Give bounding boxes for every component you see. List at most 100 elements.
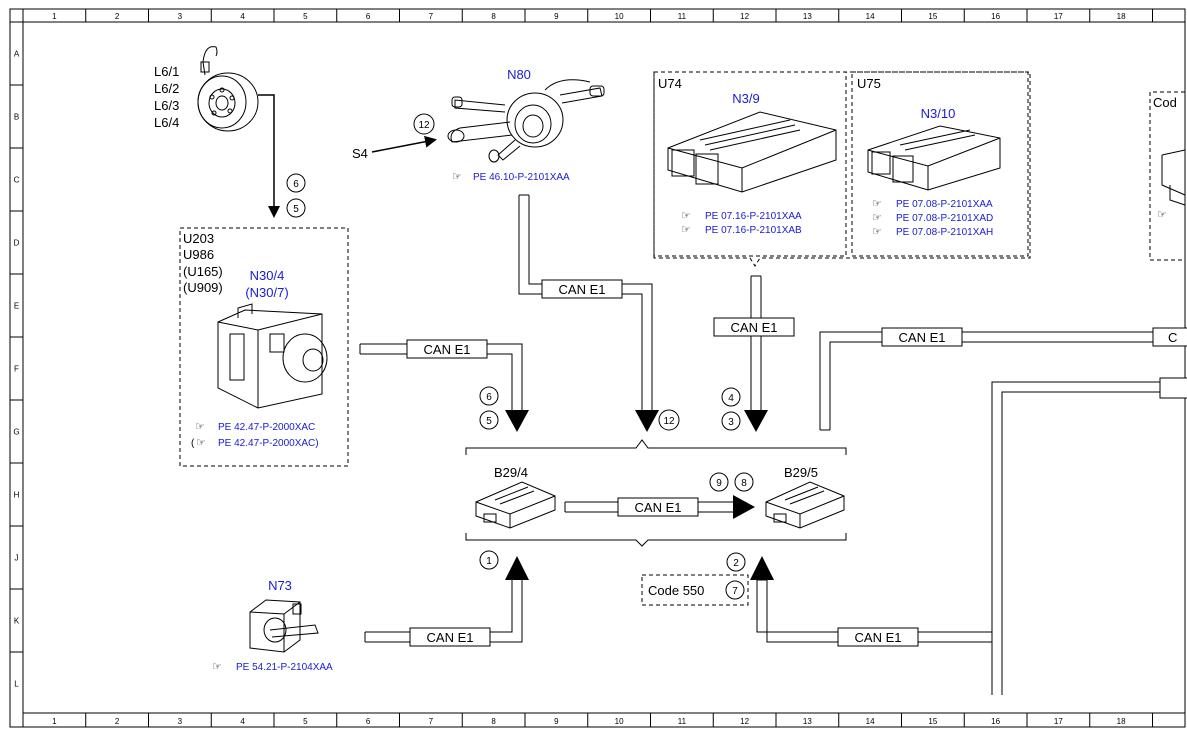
row-label: J <box>15 554 19 563</box>
u75-ref-1: PE 07.08-P-2101XAA <box>896 199 993 210</box>
u203-esp-unit: U203 U986 (U165) (U909) N30/4 (N30/7) ☞ … <box>179 227 349 467</box>
l6-label-4: L6/4 <box>154 115 179 130</box>
l6-wheel-speed-sensor: L6/1 L6/2 L6/3 L6/4 6 5 <box>154 46 306 218</box>
reference-hand-icon: ☞ <box>872 212 882 224</box>
yaw-rate-sensor-icon <box>475 481 556 529</box>
can-label-u74: CAN E1 <box>713 317 795 337</box>
column-label: 16 <box>991 12 1000 21</box>
column-label: 2 <box>115 12 120 21</box>
row-label: L <box>14 680 19 689</box>
n3-9-name: N3/9 <box>732 91 759 106</box>
callout-8: 8 <box>734 472 754 492</box>
column-label: 15 <box>928 717 937 726</box>
column-label: 15 <box>928 12 937 21</box>
column-label: 7 <box>429 717 434 726</box>
reference-hand-icon: ☞ <box>452 171 462 183</box>
n3-10-name: N3/10 <box>921 106 956 121</box>
svg-text:3: 3 <box>728 417 734 428</box>
u74-ref-2: PE 07.16-P-2101XAB <box>705 225 802 236</box>
column-labels: 1122334455667788991010111112121313141415… <box>52 12 1126 726</box>
column-label: 12 <box>740 717 749 726</box>
column-label: 2 <box>115 717 120 726</box>
u75-box <box>851 71 1029 257</box>
column-label: 14 <box>866 717 875 726</box>
can-label-mid: CAN E1 <box>617 497 699 517</box>
hydraulic-unit-icon <box>217 303 328 409</box>
n30-4-name: N30/4 <box>250 268 285 283</box>
can-label-right: CAN E1 <box>881 327 963 347</box>
u75-ref-3: PE 07.08-P-2101XAH <box>896 227 993 238</box>
s4-label: S4 <box>352 146 368 161</box>
u203-box <box>179 227 349 467</box>
svg-text:8: 8 <box>741 478 747 489</box>
column-label: 9 <box>554 717 559 726</box>
can-label-bottom: CAN E1 <box>837 627 919 647</box>
reference-hand-icon: ☞ <box>872 226 882 238</box>
n73-ignition-switch: N73 ☞ PE 54.21-P-2104XAA <box>212 578 333 673</box>
svg-text:CAN E1: CAN E1 <box>731 320 778 335</box>
ecu-group: U74 N3/9 ☞ PE 07.16-P-2101XAA ☞ PE 07.16… <box>653 71 1031 267</box>
column-label: 1 <box>52 717 57 726</box>
callout-9: 9 <box>709 472 729 492</box>
column-label: 16 <box>991 717 1000 726</box>
column-label: 13 <box>803 717 812 726</box>
bus-arrows <box>505 410 774 580</box>
column-label: 11 <box>678 12 687 21</box>
column-label: 6 <box>366 12 371 21</box>
ignition-switch-icon <box>249 599 319 653</box>
reference-hand-icon: ☞ <box>196 437 206 449</box>
svg-text:CAN E1: CAN E1 <box>855 630 902 645</box>
u74-ref-1: PE 07.16-P-2101XAA <box>705 211 802 222</box>
column-label: 6 <box>366 717 371 726</box>
callout-6: 6 <box>286 173 306 193</box>
column-label: 5 <box>303 12 308 21</box>
reference-hand-icon: ☞ <box>681 210 691 222</box>
reference-hand-icon: ☞ <box>872 198 882 210</box>
column-label: 8 <box>491 717 496 726</box>
n73-name: N73 <box>268 578 292 593</box>
code-550-box: Code 550 7 <box>641 574 749 606</box>
svg-text:12: 12 <box>418 120 430 131</box>
l6-label-3: L6/3 <box>154 98 179 113</box>
row-label: G <box>13 428 19 437</box>
column-label: 5 <box>303 717 308 726</box>
column-label: 17 <box>1054 12 1063 21</box>
svg-text:CAN E1: CAN E1 <box>635 500 682 515</box>
callout-4: 4 <box>721 387 741 407</box>
row-label: C <box>14 176 20 185</box>
svg-text:2: 2 <box>733 558 739 569</box>
callout-6: 6 <box>479 386 499 406</box>
svg-text:CAN E1: CAN E1 <box>427 630 474 645</box>
callout-5: 5 <box>479 410 499 430</box>
top-brace <box>465 439 847 455</box>
svg-text:C: C <box>1168 330 1177 345</box>
can-label-u203: CAN E1 <box>406 339 488 359</box>
u203-ref-1: PE 42.47-P-2000XAC <box>218 422 315 433</box>
callout-2: 2 <box>726 552 746 572</box>
callout-1: 1 <box>479 550 499 570</box>
brake-disc-icon <box>197 46 259 132</box>
column-label: 17 <box>1054 717 1063 726</box>
svg-text:5: 5 <box>293 204 299 215</box>
column-label: 12 <box>740 12 749 21</box>
n80-callout-12: 12 <box>413 113 435 135</box>
can-label-right-edge: C <box>1152 327 1187 347</box>
row-label: H <box>14 491 20 500</box>
reference-hand-icon: ☞ <box>212 661 222 673</box>
svg-text:1: 1 <box>486 556 492 567</box>
ecu-bracket <box>653 71 1031 267</box>
b29-4-sensor: B29/4 <box>475 465 556 529</box>
l6-label-1: L6/1 <box>154 64 179 79</box>
engine-control-unit-icon <box>867 125 1001 191</box>
l6-signal-arrow <box>258 94 280 218</box>
column-label: 3 <box>178 12 183 21</box>
row-label: D <box>14 239 20 248</box>
column-label: 8 <box>491 12 496 21</box>
can-label-n73: CAN E1 <box>409 627 491 647</box>
column-label: 14 <box>866 12 875 21</box>
u203-ref-2-prefix: ( <box>191 438 195 449</box>
u75-ref-2: PE 07.08-P-2101XAD <box>896 213 993 224</box>
row-label: K <box>14 617 20 626</box>
callout-12: 12 <box>658 409 680 431</box>
